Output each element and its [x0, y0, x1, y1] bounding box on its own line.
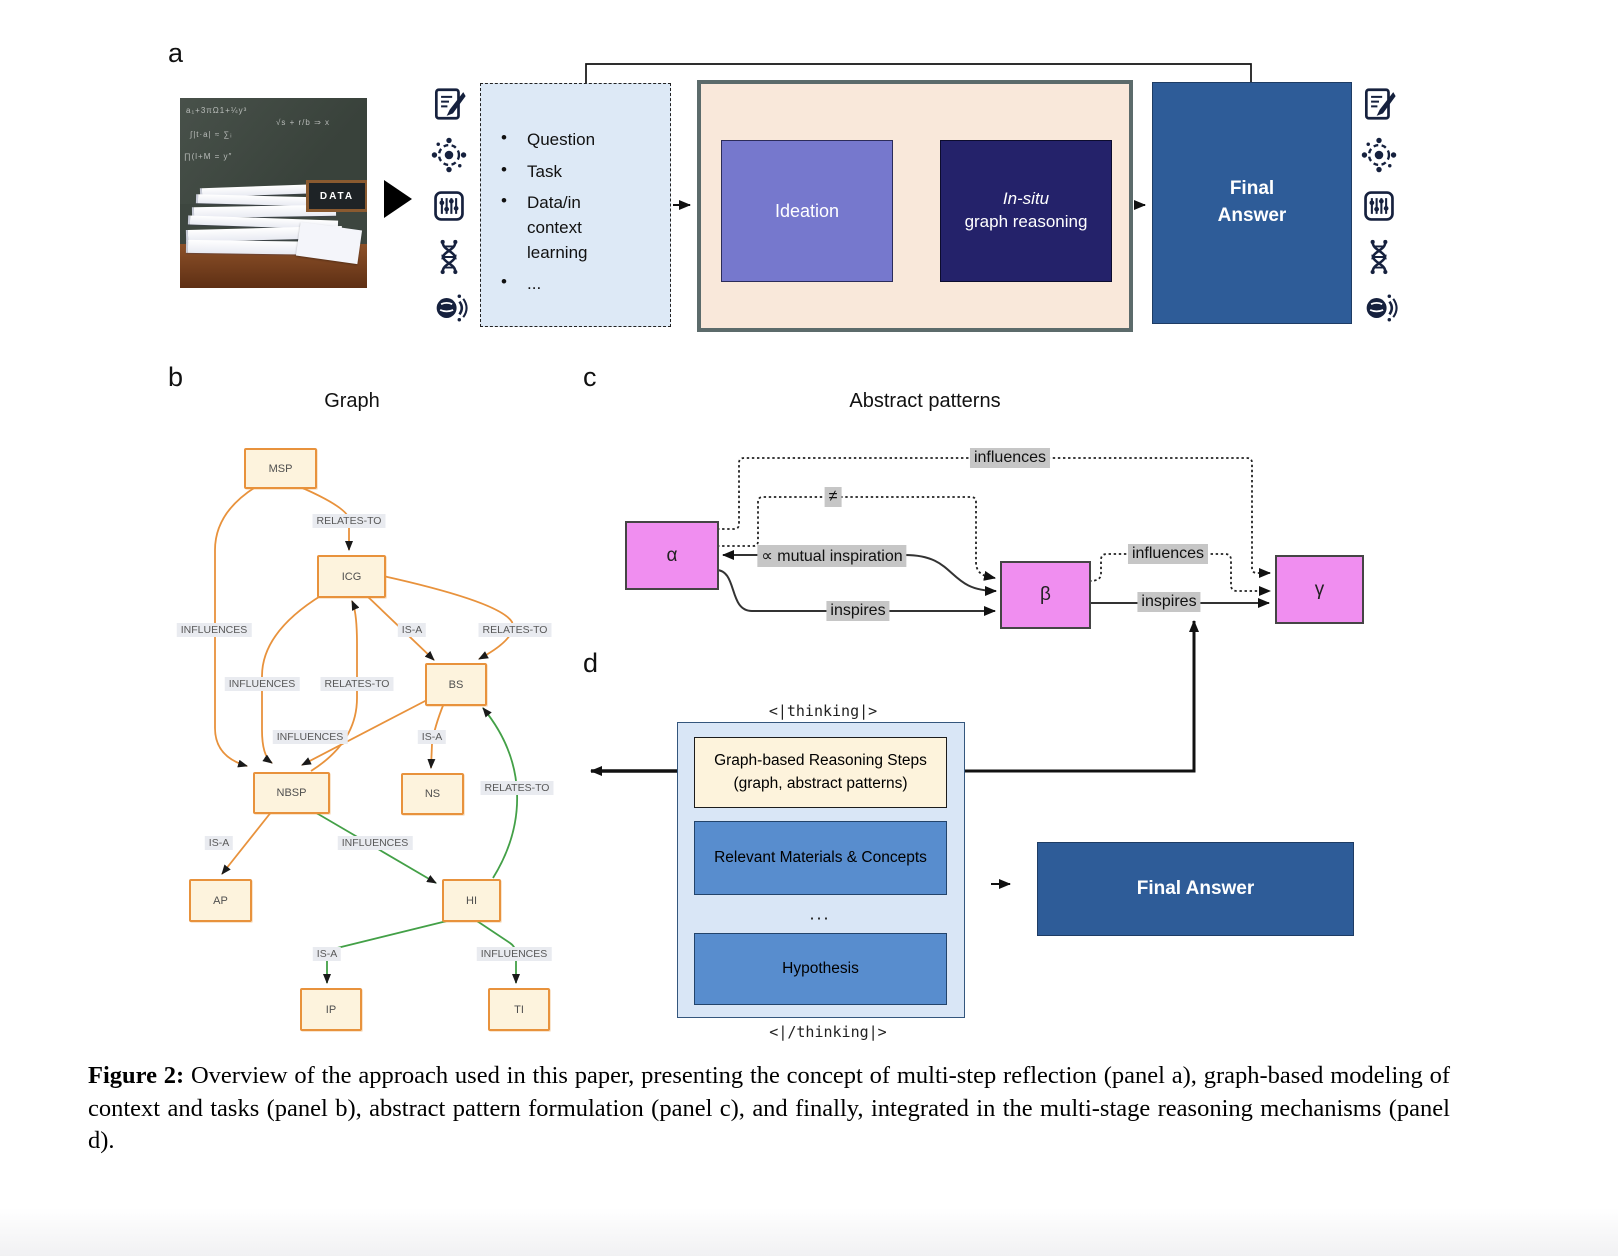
edge-icg-influences-nbsp	[261, 594, 323, 764]
edge-label: RELATES-TO	[320, 677, 394, 691]
bullet-icon: •	[501, 128, 507, 147]
page-bottom-edge	[0, 1208, 1618, 1256]
relevant-materials-box: Relevant Materials & Concepts	[694, 821, 947, 895]
input-item: Question	[527, 130, 596, 149]
molecule-icon	[430, 136, 468, 174]
graph-node-ap: AP	[189, 879, 252, 922]
document-task-icon	[430, 85, 468, 123]
edge-label: IS-A	[312, 947, 342, 961]
edge-label: INFLUENCES	[272, 730, 348, 744]
edge-beta-influences-gamma	[1088, 553, 1271, 596]
domain-icons-right	[1360, 85, 1398, 327]
edge-label: RELATES-TO	[478, 623, 552, 637]
mutual-inspiration-label: ∝ mutual inspiration	[757, 545, 907, 567]
data-sign: DATA	[306, 180, 367, 212]
edge-nbsp-relatesto-icg	[310, 600, 360, 772]
brain-icon	[430, 289, 468, 327]
final-answer-box-d: Final Answer	[1037, 842, 1354, 936]
graph-node-icg: ICG	[317, 555, 386, 598]
inspires-beta-gamma-label: inspires	[1137, 592, 1201, 612]
brain-icon	[1360, 289, 1398, 327]
edge-alpha-inspires-beta	[715, 569, 996, 616]
graph-node-hi: HI	[442, 879, 501, 922]
abstract-patterns-title: Abstract patterns	[849, 390, 1001, 412]
edge-label: IS-A	[397, 623, 427, 637]
insitu-graph-reasoning-box: In-situ graph reasoning	[940, 140, 1112, 282]
bullet-icon: •	[501, 272, 507, 292]
panel-a-label: a	[168, 38, 184, 68]
dna-icon	[430, 238, 468, 276]
edge-hi-isa-ip	[323, 918, 456, 984]
domain-icons-left	[430, 85, 468, 327]
edge-bs-influences-nbsp	[301, 699, 428, 766]
caption-text: Overview of the approach used in this pa…	[88, 1062, 1450, 1155]
pattern-node-alpha: α	[625, 521, 719, 590]
hypothesis-box: Hypothesis	[694, 933, 947, 1005]
graph-reasoning-steps-box: Graph-based Reasoning Steps (graph, abst…	[694, 737, 947, 808]
caption-label: Figure 2:	[88, 1062, 185, 1089]
edge-label: INFLUENCES	[337, 836, 413, 850]
dna-icon	[1360, 238, 1398, 276]
equalizer-icon	[430, 187, 468, 225]
input-item: Data/in context learning	[527, 193, 588, 262]
edge-label: IS-A	[204, 836, 234, 850]
graph-node-nbsp: NBSP	[253, 772, 330, 814]
not-equal-label: ≠	[824, 487, 842, 507]
edge-label: INFLUENCES	[176, 623, 252, 637]
edge-msp-influences-nbsp	[214, 485, 258, 768]
graph-node-ti: TI	[488, 988, 550, 1031]
feedback-final-to-input-arrow	[581, 63, 1252, 97]
equalizer-icon	[1360, 187, 1398, 225]
steps-to-patterns-arrow	[946, 620, 1199, 773]
figure-caption: Figure 2: Overview of the approach used …	[88, 1060, 1450, 1158]
flow-triangle-icon	[384, 180, 412, 218]
edge-beta-mutualinspiration-alpha	[722, 550, 997, 596]
thinking-open-tag: <|thinking|>	[768, 702, 878, 720]
bullet-icon: •	[501, 159, 507, 179]
influences-top-label: influences	[969, 448, 1051, 468]
pattern-node-gamma: γ	[1275, 555, 1364, 624]
data-photo: a₁+3πΩ1+¼y³ ∫|t·a| ≈ ∑ᵢ ∏(l+M = y″ √s + …	[180, 98, 367, 288]
thinking-close-tag: <|/thinking|>	[769, 1023, 887, 1041]
final-answer-box-a: Final Answer	[1152, 82, 1352, 324]
input-item: Task	[527, 161, 562, 181]
edge-label: IS-A	[417, 730, 447, 744]
graph-node-bs: BS	[425, 663, 487, 706]
input-item: ...	[527, 274, 542, 294]
graph-title: Graph	[324, 390, 380, 412]
inspires-alpha-beta-label: inspires	[826, 601, 890, 621]
edge-nbsp-isa-ap	[221, 810, 273, 875]
graph-node-msp: MSP	[244, 448, 317, 489]
panel-b-label: b	[168, 362, 184, 392]
graph-node-ip: IP	[300, 988, 362, 1031]
document-task-icon	[1360, 85, 1398, 123]
panel-d-label: d	[583, 648, 599, 678]
panel-c-label: c	[583, 362, 597, 392]
edge-label: RELATES-TO	[480, 781, 554, 795]
edge-label: RELATES-TO	[312, 514, 386, 528]
edge-icg-relatesto-bs	[382, 575, 514, 660]
input-context-box: • Question • Task • Data/in context lear…	[480, 83, 671, 327]
influences-beta-gamma-label: influences	[1127, 544, 1209, 564]
ellipsis: ...	[809, 903, 831, 924]
edge-label: INFLUENCES	[476, 947, 552, 961]
edge-alpha-influences-gamma	[717, 457, 1271, 578]
insitu-subtitle: graph reasoning	[964, 212, 1088, 231]
pattern-node-beta: β	[1000, 561, 1091, 629]
ideation-box: Ideation	[721, 140, 893, 282]
insitu-title: In-situ	[1002, 189, 1050, 209]
bullet-icon: •	[501, 191, 507, 211]
molecule-icon	[1360, 136, 1398, 174]
edge-label: INFLUENCES	[224, 677, 300, 691]
graph-node-ns: NS	[401, 773, 464, 815]
